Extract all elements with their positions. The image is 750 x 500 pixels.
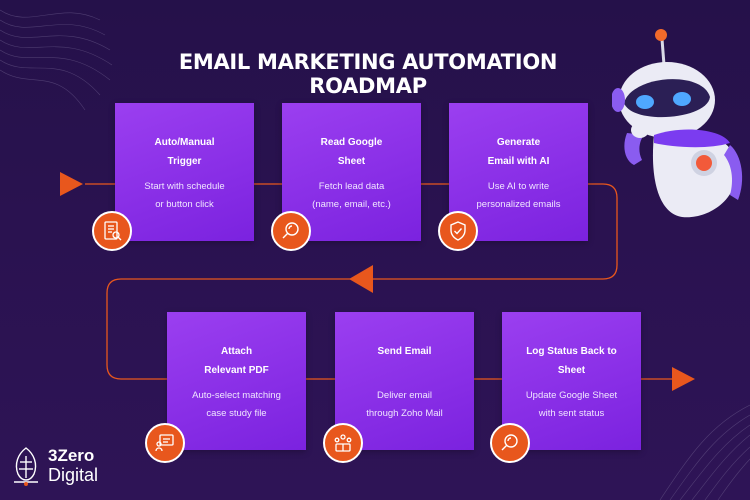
brand-subname: Digital	[48, 465, 99, 485]
document-icon	[92, 211, 132, 251]
return-arrow	[349, 265, 373, 293]
robot-illustration	[612, 29, 743, 218]
start-arrow	[60, 172, 83, 196]
shield-check-icon	[438, 211, 478, 251]
brand-name: 3Zero	[48, 446, 95, 465]
step-title: Send Email	[377, 346, 432, 357]
search-icon	[490, 423, 530, 463]
brand-logo-icon	[14, 447, 38, 486]
step-description: Fetch lead data(name, email, etc.)	[312, 181, 391, 210]
wave-decoration-bottom-right	[659, 404, 750, 500]
wave-decoration-top-left	[0, 9, 113, 111]
page-title: EMAIL MARKETING AUTOMATION ROADMAP	[178, 50, 558, 98]
magnifier-icon	[271, 211, 311, 251]
team-icon	[323, 423, 363, 463]
presentation-icon	[145, 423, 185, 463]
end-arrow	[672, 367, 695, 391]
